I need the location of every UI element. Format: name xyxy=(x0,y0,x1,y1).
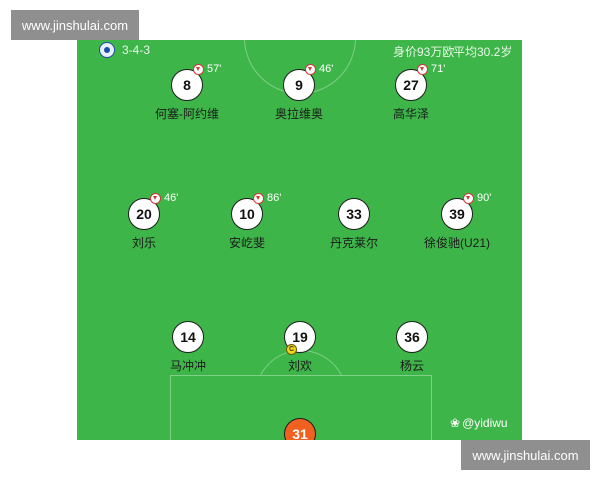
player-name: 徐俊驰(U21) xyxy=(423,236,490,250)
player-number: 39 xyxy=(441,198,473,230)
author-handle: @yidiwu xyxy=(462,416,508,430)
player-card[interactable]: 20 46' 刘乐 xyxy=(128,192,178,250)
substitution-marker: 90' xyxy=(463,192,491,204)
sub-minute: 86' xyxy=(267,192,282,204)
player-number: 27 xyxy=(395,69,427,101)
lineup-pitch: 3-4-3 身价93万欧 平均30.2岁 8 57' 何塞-阿约维 9 46' … xyxy=(77,40,522,440)
substitution-marker: 46' xyxy=(305,63,333,75)
player-number: 31 xyxy=(284,418,316,440)
player-number: 33 xyxy=(338,198,370,230)
player-number: 14 xyxy=(172,321,204,353)
player-card-goalkeeper[interactable]: 31 xyxy=(284,418,316,440)
sub-minute: 46' xyxy=(164,192,179,204)
market-value: 身价93万欧 xyxy=(393,45,455,59)
team-crest-icon xyxy=(99,42,115,58)
substitution-marker: 71' xyxy=(417,63,445,75)
sub-minute: 46' xyxy=(319,63,334,75)
player-card[interactable]: 36 杨云 xyxy=(396,321,428,373)
author-credit: ❀ @yidiwu xyxy=(450,416,508,430)
player-name: 安屹斐 xyxy=(228,236,265,250)
substitution-marker: 86' xyxy=(253,192,281,204)
player-number: 36 xyxy=(396,321,428,353)
player-number: 19 xyxy=(284,321,316,353)
captain-badge: C xyxy=(286,344,297,355)
sub-minute: 57' xyxy=(207,63,222,75)
substitution-marker: 46' xyxy=(150,192,178,204)
player-name: 马冲冲 xyxy=(169,359,206,373)
player-name: 刘欢 xyxy=(287,359,312,373)
player-name: 杨云 xyxy=(399,359,424,373)
sub-off-icon xyxy=(253,192,264,204)
player-card[interactable]: 19 C 刘欢 xyxy=(284,321,316,373)
sub-off-icon xyxy=(417,63,428,75)
player-name: 高华泽 xyxy=(392,107,429,121)
average-age: 平均30.2岁 xyxy=(453,45,513,59)
sub-off-icon xyxy=(193,63,204,75)
player-card[interactable]: 39 90' 徐俊驰(U21) xyxy=(424,192,491,250)
sub-off-icon xyxy=(150,192,161,204)
player-card[interactable]: 8 57' 何塞-阿约维 xyxy=(155,63,221,121)
player-name: 丹克莱尔 xyxy=(329,236,378,250)
sub-minute: 71' xyxy=(431,63,446,75)
sub-minute: 90' xyxy=(477,192,492,204)
sub-off-icon xyxy=(463,192,474,204)
formation-label: 3-4-3 xyxy=(122,43,151,57)
player-name: 何塞-阿约维 xyxy=(155,107,219,121)
player-name: 奥拉维奥 xyxy=(274,107,323,121)
player-card[interactable]: 10 86' 安屹斐 xyxy=(229,192,281,250)
player-card[interactable]: 33 丹克莱尔 xyxy=(330,198,378,250)
player-number: 8 xyxy=(171,69,203,101)
lineup-header: 3-4-3 身价93万欧 平均30.2岁 xyxy=(77,40,522,60)
substitution-marker: 57' xyxy=(193,63,221,75)
player-card[interactable]: 9 46' 奥拉维奥 xyxy=(275,63,333,121)
player-card[interactable]: 27 71' 高华泽 xyxy=(393,63,445,121)
sub-off-icon xyxy=(305,63,316,75)
watermark-top: www.jinshulai.com xyxy=(11,10,139,40)
player-card[interactable]: 14 马冲冲 xyxy=(170,321,206,373)
weibo-paw-icon: ❀ xyxy=(450,416,461,430)
player-name: 刘乐 xyxy=(131,236,156,250)
watermark-bottom: www.jinshulai.com xyxy=(461,440,590,470)
